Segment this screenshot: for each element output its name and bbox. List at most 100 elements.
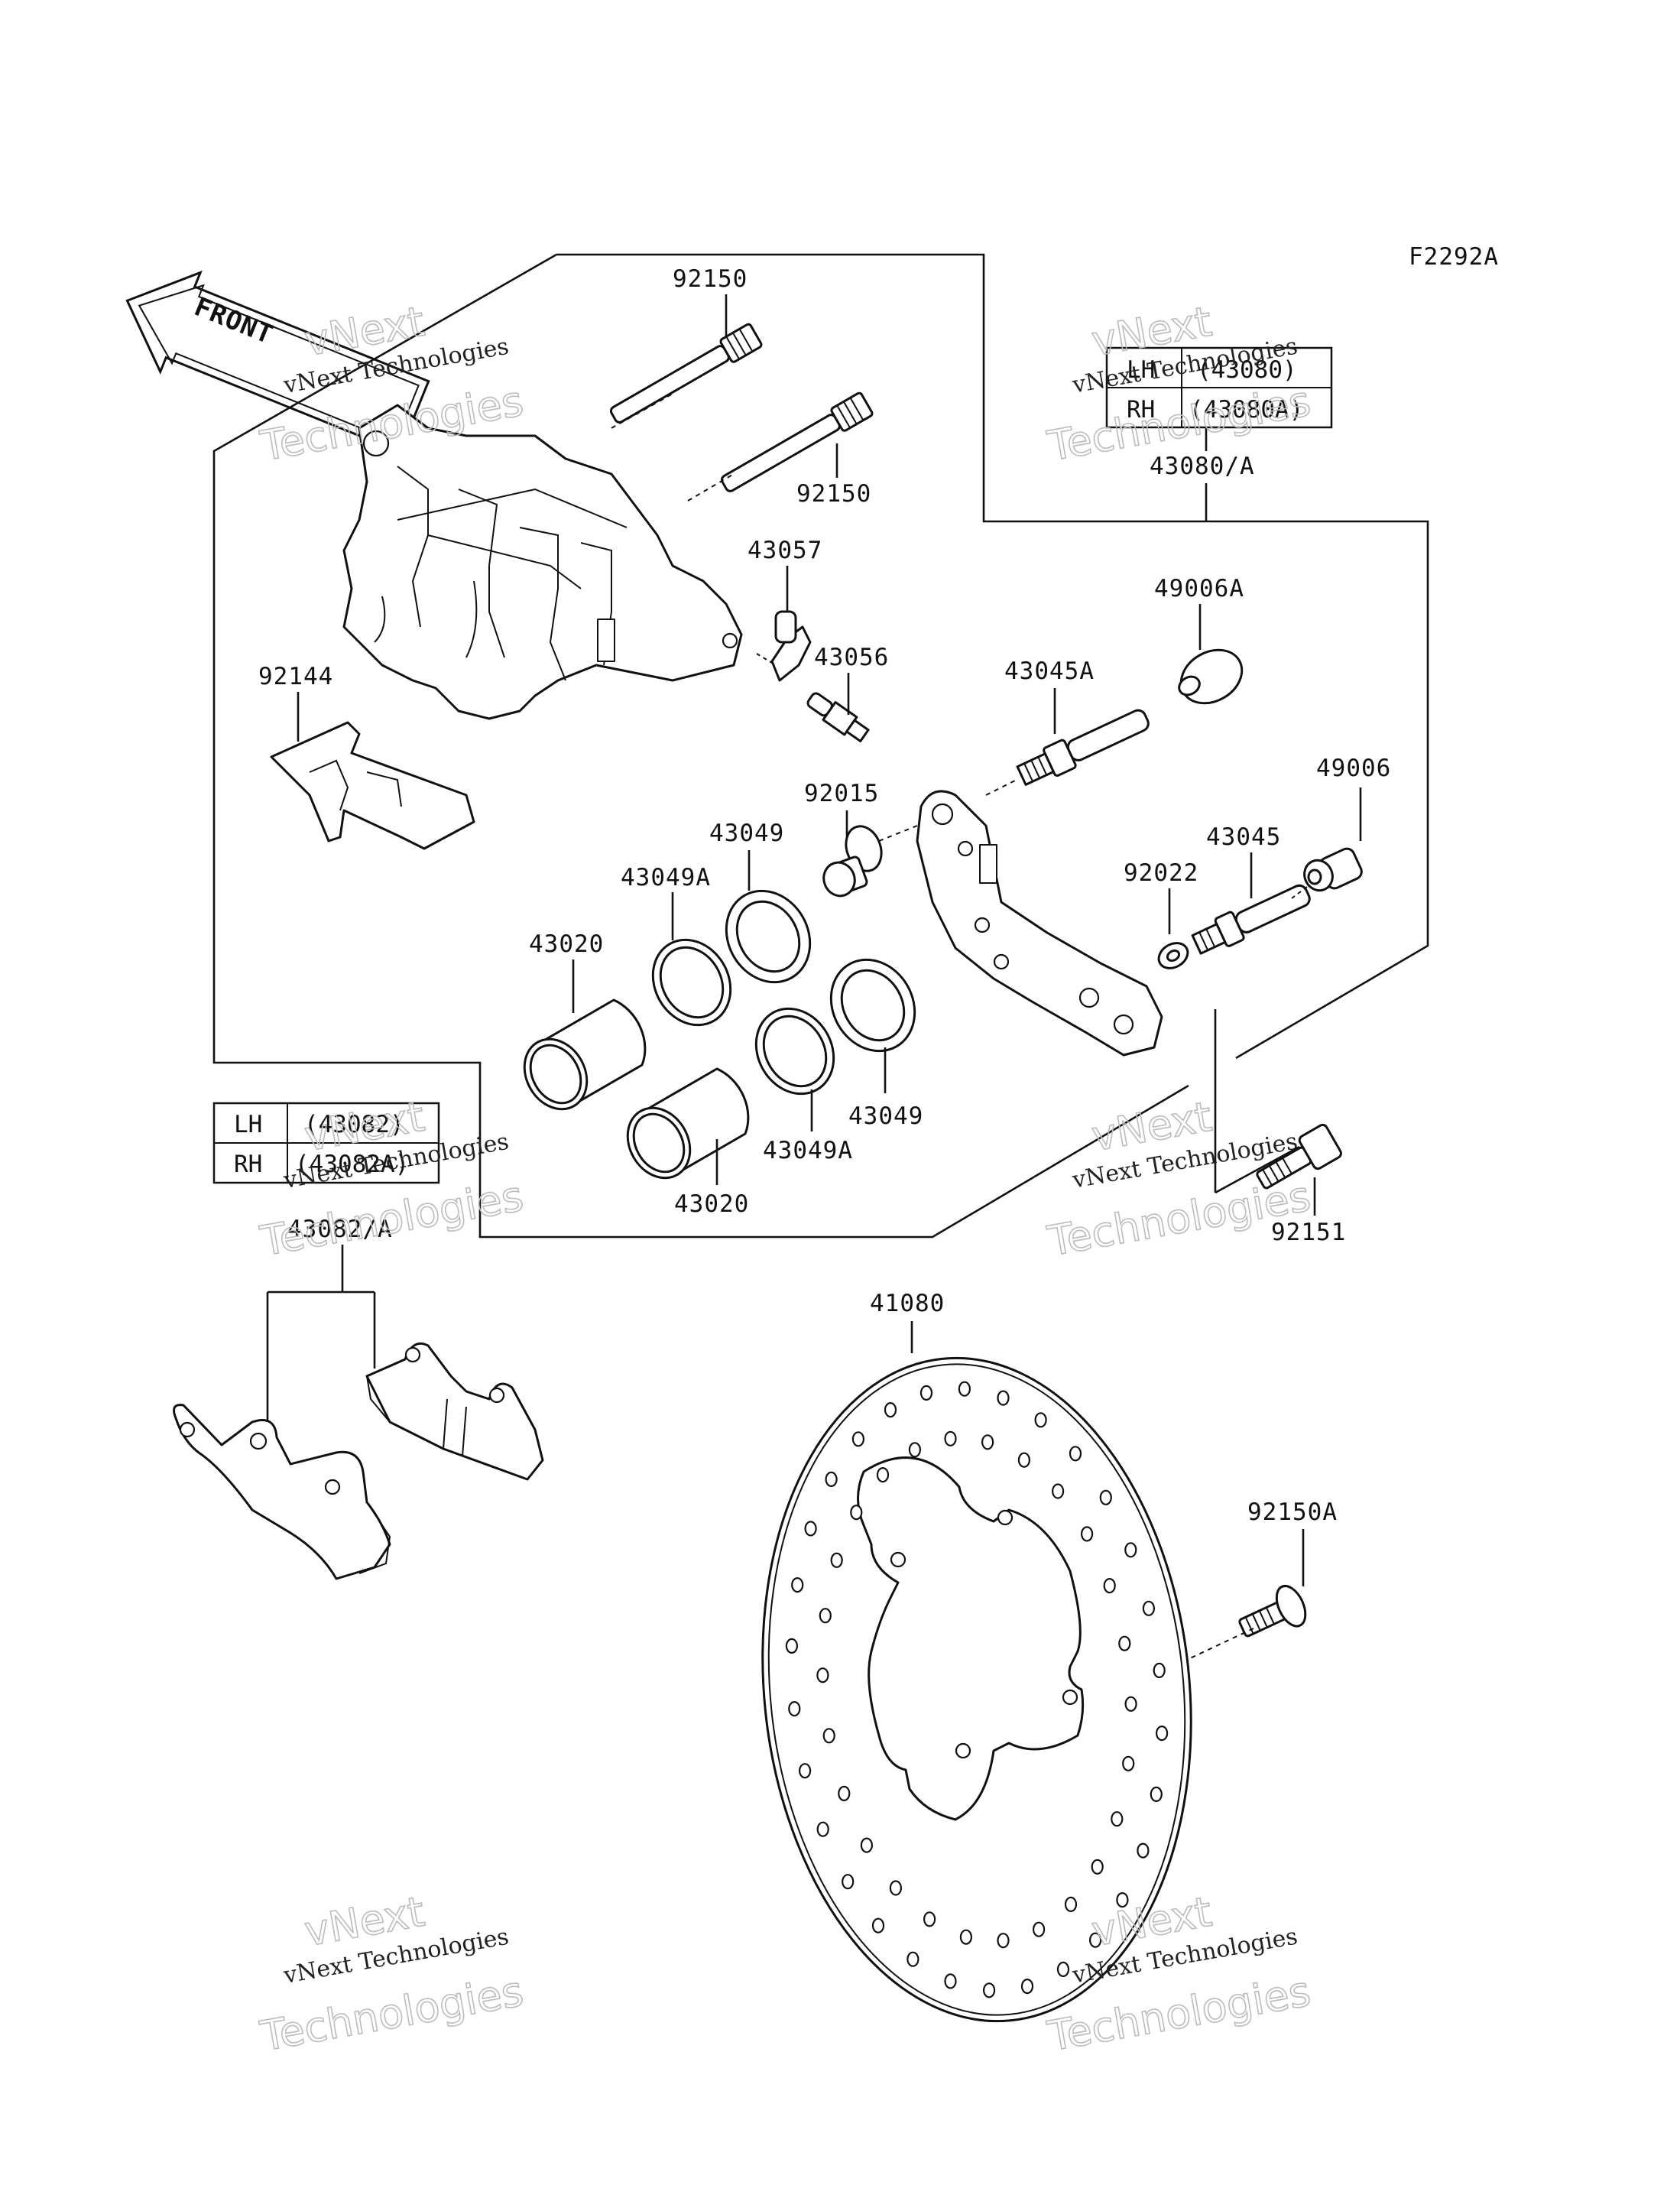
disc-vent-hole xyxy=(1091,1859,1104,1875)
pad-side-table: LH (43082) RH (43082A) xyxy=(212,1102,440,1184)
disc-vent-hole xyxy=(944,1973,957,1989)
disc-vent-hole xyxy=(1069,1446,1082,1462)
brake-disc-41080 xyxy=(761,1356,1192,2023)
disc-vent-hole xyxy=(830,1552,843,1568)
seal-43049A-top xyxy=(651,938,732,1027)
label-43045A: 43045A xyxy=(1004,657,1095,685)
disc-vent-hole xyxy=(838,1785,851,1801)
spacer-92015 xyxy=(822,825,883,898)
label-43049A-top: 43049A xyxy=(621,864,711,891)
bolt-92151 xyxy=(1256,1123,1342,1190)
label-92144: 92144 xyxy=(258,663,333,690)
bolt-92150A xyxy=(1238,1585,1307,1638)
disc-vent-hole xyxy=(798,1763,812,1779)
pin-43045A xyxy=(1016,709,1150,786)
disc-vent-hole xyxy=(1051,1483,1065,1499)
disc-vent-hole xyxy=(982,1982,996,1998)
label-92150A: 92150A xyxy=(1247,1498,1338,1526)
disc-vent-hole xyxy=(851,1431,865,1447)
disc-vent-hole xyxy=(919,1385,933,1401)
disc-vent-hole xyxy=(822,1728,835,1744)
disc-vent-hole xyxy=(1064,1896,1078,1912)
disc-vent-hole xyxy=(1032,1921,1046,1937)
label-43049A-bottom: 43049A xyxy=(763,1137,853,1164)
pin-92150-mid xyxy=(720,391,874,492)
disc-vent-hole xyxy=(788,1701,801,1717)
pin-92150-top xyxy=(609,323,763,424)
caliper-table-rh: RH xyxy=(1127,396,1155,424)
disc-vent-hole xyxy=(981,1434,994,1450)
label-41080: 41080 xyxy=(870,1290,945,1317)
seal-43049-bottom xyxy=(829,958,916,1053)
caliper-table-lh: LH xyxy=(1127,356,1155,384)
label-49006: 49006 xyxy=(1316,755,1391,782)
disc-vent-hole xyxy=(997,1933,1010,1949)
caliper-bracket xyxy=(916,790,1163,1057)
disc-vent-hole xyxy=(958,1381,971,1397)
disc-vent-hole xyxy=(1017,1452,1031,1468)
seal-43049-top xyxy=(725,889,812,984)
disc-vent-hole xyxy=(876,1466,890,1483)
disc-vent-hole xyxy=(1122,1755,1135,1771)
disc-vent-hole xyxy=(908,1442,922,1458)
disc-vent-hole xyxy=(906,1951,919,1967)
disc-vent-hole xyxy=(816,1667,829,1683)
pad-spring-92144 xyxy=(270,721,475,850)
label-43049-bottom: 43049 xyxy=(848,1102,923,1130)
disc-vent-hole xyxy=(1080,1526,1094,1542)
disc-vent-hole xyxy=(842,1874,855,1890)
disc-vent-hole xyxy=(1150,1786,1163,1802)
disc-vent-hole xyxy=(1137,1842,1150,1859)
label-43056: 43056 xyxy=(814,644,889,671)
disc-vent-hole xyxy=(1153,1662,1166,1678)
label-43080A: 43080/A xyxy=(1150,453,1255,480)
watermark-bottom-left: vNext Technologies vNext Technologies xyxy=(256,1887,527,2061)
brake-pad-right xyxy=(365,1342,544,1481)
label-92150-top: 92150 xyxy=(673,265,748,293)
disc-vent-hole xyxy=(1124,1542,1137,1558)
label-49006A: 49006A xyxy=(1154,575,1244,602)
caliper-side-table: LH (43080) RH (43080A) xyxy=(1105,346,1333,429)
seal-43049A-bottom xyxy=(754,1007,835,1096)
disc-vent-hole xyxy=(1116,1892,1129,1908)
disc-vent-hole xyxy=(871,1917,885,1933)
disc-vent-hole xyxy=(944,1430,957,1446)
figure-code: F2292A xyxy=(1409,243,1499,271)
piston-43020-top xyxy=(523,998,647,1111)
label-43020-bottom: 43020 xyxy=(674,1190,749,1218)
disc-vent-hole xyxy=(1103,1578,1116,1594)
disc-vent-hole xyxy=(1118,1635,1131,1651)
caliper-table-lh-part: (43080) xyxy=(1197,356,1297,384)
label-92150-mid: 92150 xyxy=(796,480,871,508)
disc-vent-hole xyxy=(825,1471,838,1488)
disc-vent-hole xyxy=(1124,1696,1137,1712)
disc-vent-hole xyxy=(816,1821,829,1837)
disc-vent-hole xyxy=(860,1837,874,1853)
caliper-table-rh-part: (43080A) xyxy=(1189,396,1303,424)
disc-vent-hole xyxy=(1142,1600,1156,1616)
label-43082A: 43082/A xyxy=(287,1216,393,1243)
disc-vent-hole xyxy=(889,1880,903,1896)
nut-49006 xyxy=(1303,847,1363,892)
label-43045: 43045 xyxy=(1206,823,1281,851)
disc-vent-hole xyxy=(819,1608,832,1624)
disc-vent-hole xyxy=(804,1521,817,1537)
disc-vent-hole xyxy=(1034,1412,1047,1428)
pad-table-rh: RH xyxy=(234,1151,262,1178)
caliper-body xyxy=(342,404,743,720)
brake-pad-left xyxy=(173,1404,391,1580)
disc-vent-hole xyxy=(1111,1811,1124,1827)
disc-vent-hole xyxy=(1020,1979,1034,1995)
disc-vent-hole xyxy=(850,1505,863,1521)
disc-vent-hole xyxy=(791,1577,804,1593)
label-92015: 92015 xyxy=(804,780,879,807)
disc-vent-hole xyxy=(1155,1726,1169,1742)
disc-vent-hole xyxy=(923,1911,936,1927)
washer-92022 xyxy=(1157,942,1189,969)
disc-vent-hole xyxy=(1056,1961,1070,1977)
disc-vent-hole xyxy=(785,1638,799,1654)
label-92022: 92022 xyxy=(1124,859,1198,887)
washer-49006A xyxy=(1178,648,1244,705)
pad-table-rh-part: (43082A) xyxy=(295,1151,409,1178)
